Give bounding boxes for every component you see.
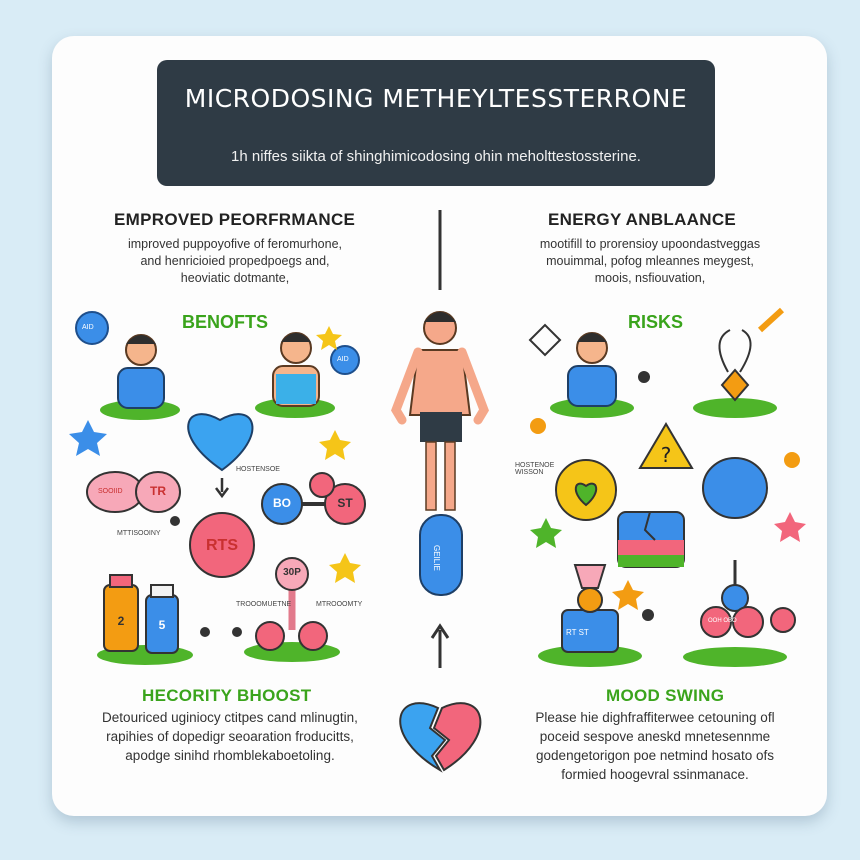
bottom-right-line: formied hoogevral ssinmanace. bbox=[561, 767, 749, 782]
star-icon bbox=[329, 553, 361, 583]
person-icon bbox=[100, 334, 180, 420]
caption-b: MTTISOOINY bbox=[117, 530, 161, 537]
badge-right bbox=[330, 345, 360, 375]
warning-icon bbox=[638, 422, 694, 469]
page-subtitle: 1h niffes siikta of shinghimicodosing oh… bbox=[231, 148, 641, 165]
capsule-icon bbox=[419, 514, 463, 596]
person-icon bbox=[550, 332, 634, 418]
bottom-right-heading: MOOD SWING bbox=[606, 686, 725, 705]
molecule-bottom-label: 30P bbox=[283, 567, 301, 578]
benefits-label: BENOFTS bbox=[182, 312, 269, 332]
vial-right-label: 5 bbox=[158, 618, 166, 632]
broken-heart-icon bbox=[399, 702, 482, 773]
bottom-left-line: Detouriced uginiocy ctitpes cand mlinugt… bbox=[102, 710, 358, 725]
capsule-label: GEILIE bbox=[432, 545, 441, 571]
page-title: MICRODOSING METHEYLTESSTERRONE bbox=[184, 84, 688, 113]
caption-c: TROOOMUETNE bbox=[236, 601, 292, 608]
left-description-line: heoviatic dotmante, bbox=[180, 271, 290, 285]
heart-icon bbox=[574, 482, 598, 507]
bottom-left-line: rapihies of dopedigr seoaration froducit… bbox=[106, 729, 354, 744]
right-description-line: mouimmal, pofog mleannes meygest, bbox=[546, 254, 754, 268]
left-description-line: improved puppoyofive of feromurhone, bbox=[127, 237, 342, 251]
caption-d: MTROOOMTY bbox=[316, 601, 363, 608]
badge-left-label: AID bbox=[82, 324, 94, 331]
star-icon bbox=[774, 512, 806, 542]
person-icon bbox=[255, 332, 335, 418]
badge-left bbox=[75, 311, 109, 345]
bottom-right-text: Please hie dighfraffiterwee cetouning of… bbox=[500, 708, 810, 784]
lungs-icon bbox=[702, 457, 768, 519]
bottom-right-line: godengetorigon poe netmind hosato ofs bbox=[536, 748, 774, 763]
right-heading: ENERGY ANBLAANCE bbox=[548, 210, 737, 229]
heart-icon bbox=[187, 413, 254, 472]
human-figure bbox=[391, 311, 489, 511]
bottom-left-text: Detouriced uginiocy ctitpes cand mlinugt… bbox=[70, 708, 390, 765]
left-description: improved puppoyofive of feromurhone, and… bbox=[80, 236, 390, 287]
bottom-left-heading: HECORITY BHOOST bbox=[142, 686, 312, 705]
bottle-label: RT ST bbox=[566, 628, 589, 637]
star-icon bbox=[612, 580, 644, 610]
molecule-icon bbox=[244, 557, 340, 662]
star-icon bbox=[530, 518, 562, 548]
link-icon bbox=[528, 323, 562, 357]
right-description: mootifill to prorensioy upoondastveggas … bbox=[500, 236, 800, 287]
molecule-left-label: BO bbox=[273, 496, 291, 510]
title-banner: MICRODOSING METHEYLTESSTERRONE 1h niffes… bbox=[157, 60, 715, 186]
risks-label: RISKS bbox=[628, 312, 684, 332]
bottle-icon bbox=[538, 564, 642, 667]
bottom-left-line: apodge sinihd rhomblekaboetoling. bbox=[125, 748, 335, 763]
star-icon bbox=[319, 430, 351, 460]
right-description-line: moois, nsfiouvation, bbox=[594, 271, 706, 285]
star-icon bbox=[316, 326, 342, 350]
left-heading: EMPROVED PEORFRMANCE bbox=[114, 210, 356, 229]
left-description-line: and henricioied propedpoegs and, bbox=[140, 254, 330, 268]
svg-text:?: ? bbox=[661, 443, 672, 467]
bubble-right-label: TR bbox=[150, 484, 166, 498]
speech-bubble-icon bbox=[135, 471, 181, 513]
bottom-right-line: Please hie dighfraffiterwee cetouning of… bbox=[535, 710, 775, 725]
right-description-line: mootifill to prorensioy upoondastveggas bbox=[539, 237, 761, 251]
molecule-icon bbox=[261, 472, 366, 525]
circle-badge bbox=[189, 512, 255, 578]
badge-right-label: AID bbox=[337, 356, 349, 363]
star-icon bbox=[69, 420, 107, 456]
circle-label: RTS bbox=[206, 537, 238, 554]
bottom-right-line: poceid sespove aneskd mnetesennme bbox=[539, 729, 771, 744]
vial-icon bbox=[97, 574, 193, 665]
right-caption: HOSTENOE WISSON bbox=[515, 462, 555, 476]
caption-a: HOSTENSOE bbox=[236, 466, 280, 473]
molecule-right-label: ST bbox=[337, 496, 353, 510]
plant-icon bbox=[693, 307, 785, 418]
bubble-left-label: SOOIID bbox=[98, 488, 123, 495]
vial-left-label: 2 bbox=[117, 614, 125, 628]
cracked-block-icon bbox=[617, 511, 685, 568]
molecule-icon bbox=[700, 560, 764, 638]
molecule-right-cluster-label: OOH OBO bbox=[708, 618, 737, 624]
